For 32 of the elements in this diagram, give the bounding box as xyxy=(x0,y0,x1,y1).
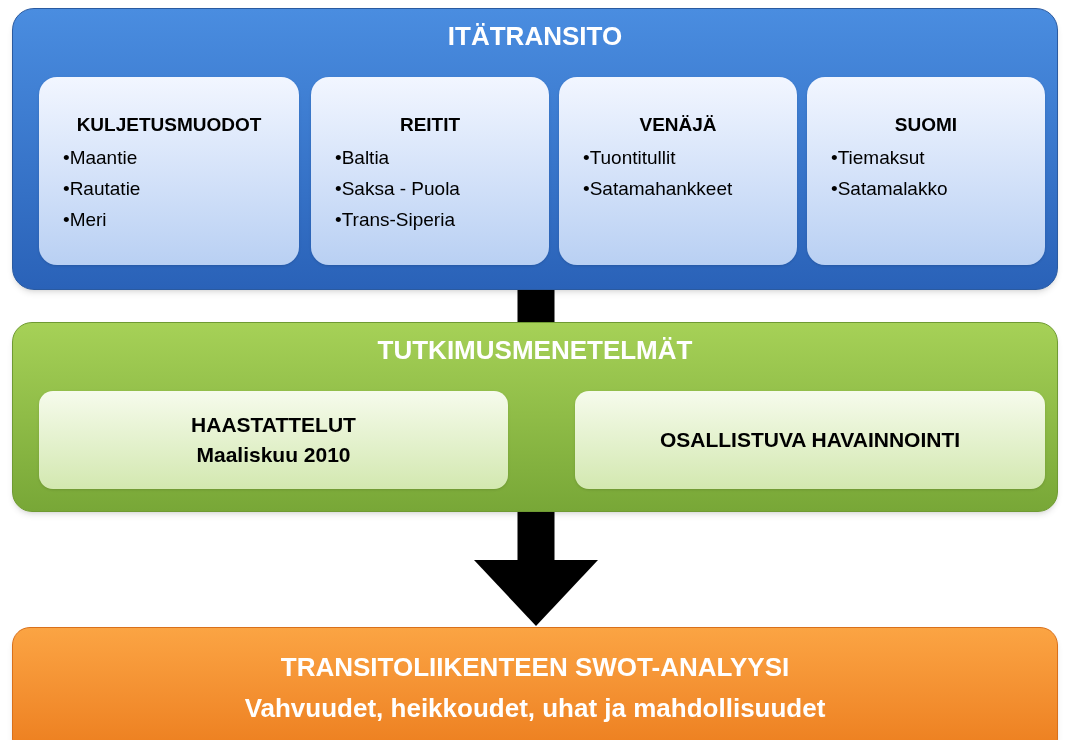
card-heading: VENÄJÄ xyxy=(638,113,718,137)
band-subtitle: Vahvuudet, heikkoudet, uhat ja mahdollisuudet xyxy=(244,692,826,725)
bullet-item: •Satamahankkeet xyxy=(583,176,734,201)
section-band xyxy=(12,627,1058,740)
topic-card xyxy=(575,391,1045,489)
connector-bar xyxy=(517,290,555,322)
bullet-item: •Tuontitullit xyxy=(583,145,677,170)
band-title: TUTKIMUSMENETELMÄT xyxy=(377,334,693,367)
band-title: TRANSITOLIIKENTEEN SWOT-ANALYYSI xyxy=(280,651,790,684)
topic-card xyxy=(39,391,508,489)
bullet-item: •Baltia xyxy=(335,145,391,170)
card-subheading: Maaliskuu 2010 xyxy=(196,442,351,468)
card-heading: REITIT xyxy=(398,113,462,137)
bullet-item: •Trans-Siperia xyxy=(335,207,456,232)
section-band xyxy=(12,322,1058,512)
card-heading: KULJETUSMUODOT xyxy=(75,113,263,137)
band-title: ITÄTRANSITO xyxy=(447,20,623,53)
bullet-item: •Saksa - Puola xyxy=(335,176,461,201)
card-heading: OSALLISTUVA HAVAINNOINTI xyxy=(659,427,961,453)
bullet-item: •Maantie xyxy=(63,145,139,170)
bullet-item: •Satamalakko xyxy=(831,176,949,201)
section-band xyxy=(12,8,1058,290)
bullet-item: •Tiemaksut xyxy=(831,145,926,170)
topic-card xyxy=(807,77,1045,265)
block-arrow xyxy=(474,512,598,626)
bullet-item: •Meri xyxy=(63,207,108,232)
card-heading: SUOMI xyxy=(893,113,959,137)
topic-card xyxy=(559,77,797,265)
topic-card xyxy=(311,77,549,265)
card-heading: HAASTATTELUT xyxy=(191,412,356,438)
bullet-item: •Rautatie xyxy=(63,176,142,201)
topic-card xyxy=(39,77,299,265)
